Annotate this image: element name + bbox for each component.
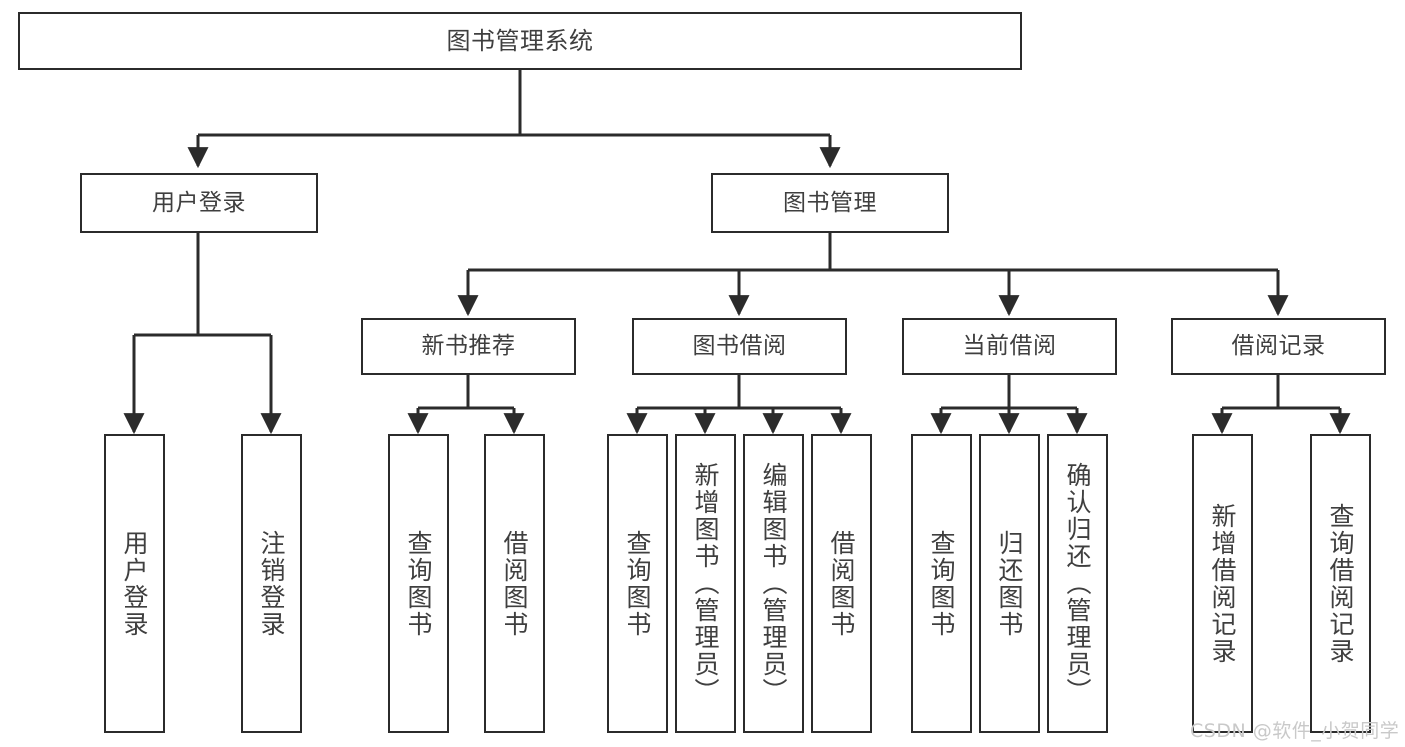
node-label: 编辑图书（管理员） bbox=[759, 462, 788, 705]
node-label: 当前借阅 bbox=[962, 333, 1057, 359]
node-label: 查询图书 bbox=[623, 529, 652, 638]
node-book-borrow[interactable]: 图书借阅 bbox=[632, 318, 847, 375]
leaf-user-login-login[interactable]: 用户登录 bbox=[104, 434, 165, 733]
leaf-borrow-record-query-record[interactable]: 查询借阅记录 bbox=[1310, 434, 1371, 733]
leaf-book-borrow-borrow-book[interactable]: 借阅图书 bbox=[811, 434, 872, 733]
node-user-login[interactable]: 用户登录 bbox=[80, 173, 318, 233]
leaf-current-borrow-confirm-return-admin[interactable]: 确认归还（管理员） bbox=[1047, 434, 1108, 733]
node-root-book-management-system[interactable]: 图书管理系统 bbox=[18, 12, 1022, 70]
node-label: 借阅图书 bbox=[827, 529, 856, 638]
node-label: 注销登录 bbox=[257, 529, 286, 638]
node-label: 图书借阅 bbox=[692, 333, 787, 359]
node-new-book-recommend[interactable]: 新书推荐 bbox=[361, 318, 576, 375]
leaf-new-book-borrow-book[interactable]: 借阅图书 bbox=[484, 434, 545, 733]
leaf-user-login-logout[interactable]: 注销登录 bbox=[241, 434, 302, 733]
csdn-watermark: CSDN @软件_小贺同学 bbox=[1190, 720, 1400, 742]
leaf-new-book-query-book[interactable]: 查询图书 bbox=[388, 434, 449, 733]
leaf-current-borrow-query-book[interactable]: 查询图书 bbox=[911, 434, 972, 733]
leaf-current-borrow-return-book[interactable]: 归还图书 bbox=[979, 434, 1040, 733]
node-borrow-record[interactable]: 借阅记录 bbox=[1171, 318, 1386, 375]
node-label: 图书管理系统 bbox=[446, 27, 594, 55]
node-label: 查询借阅记录 bbox=[1326, 502, 1355, 665]
node-book-management[interactable]: 图书管理 bbox=[711, 173, 949, 233]
node-label: 新增借阅记录 bbox=[1208, 502, 1237, 665]
node-label: 用户登录 bbox=[120, 529, 149, 638]
node-label: 图书管理 bbox=[783, 189, 877, 216]
node-label: 查询图书 bbox=[404, 529, 433, 638]
leaf-book-borrow-add-book-admin[interactable]: 新增图书（管理员） bbox=[675, 434, 736, 733]
node-label: 用户登录 bbox=[152, 189, 246, 216]
node-label: 查询图书 bbox=[927, 529, 956, 638]
node-label: 新增图书（管理员） bbox=[691, 462, 720, 705]
leaf-book-borrow-query-book[interactable]: 查询图书 bbox=[607, 434, 668, 733]
node-label: 借阅图书 bbox=[500, 529, 529, 638]
node-label: 新书推荐 bbox=[421, 333, 516, 359]
node-label: 确认归还（管理员） bbox=[1063, 462, 1092, 705]
leaf-borrow-record-add-record[interactable]: 新增借阅记录 bbox=[1192, 434, 1253, 733]
node-current-borrow[interactable]: 当前借阅 bbox=[902, 318, 1117, 375]
leaf-book-borrow-edit-book-admin[interactable]: 编辑图书（管理员） bbox=[743, 434, 804, 733]
node-label: 借阅记录 bbox=[1231, 333, 1326, 359]
node-label: 归还图书 bbox=[995, 529, 1024, 638]
